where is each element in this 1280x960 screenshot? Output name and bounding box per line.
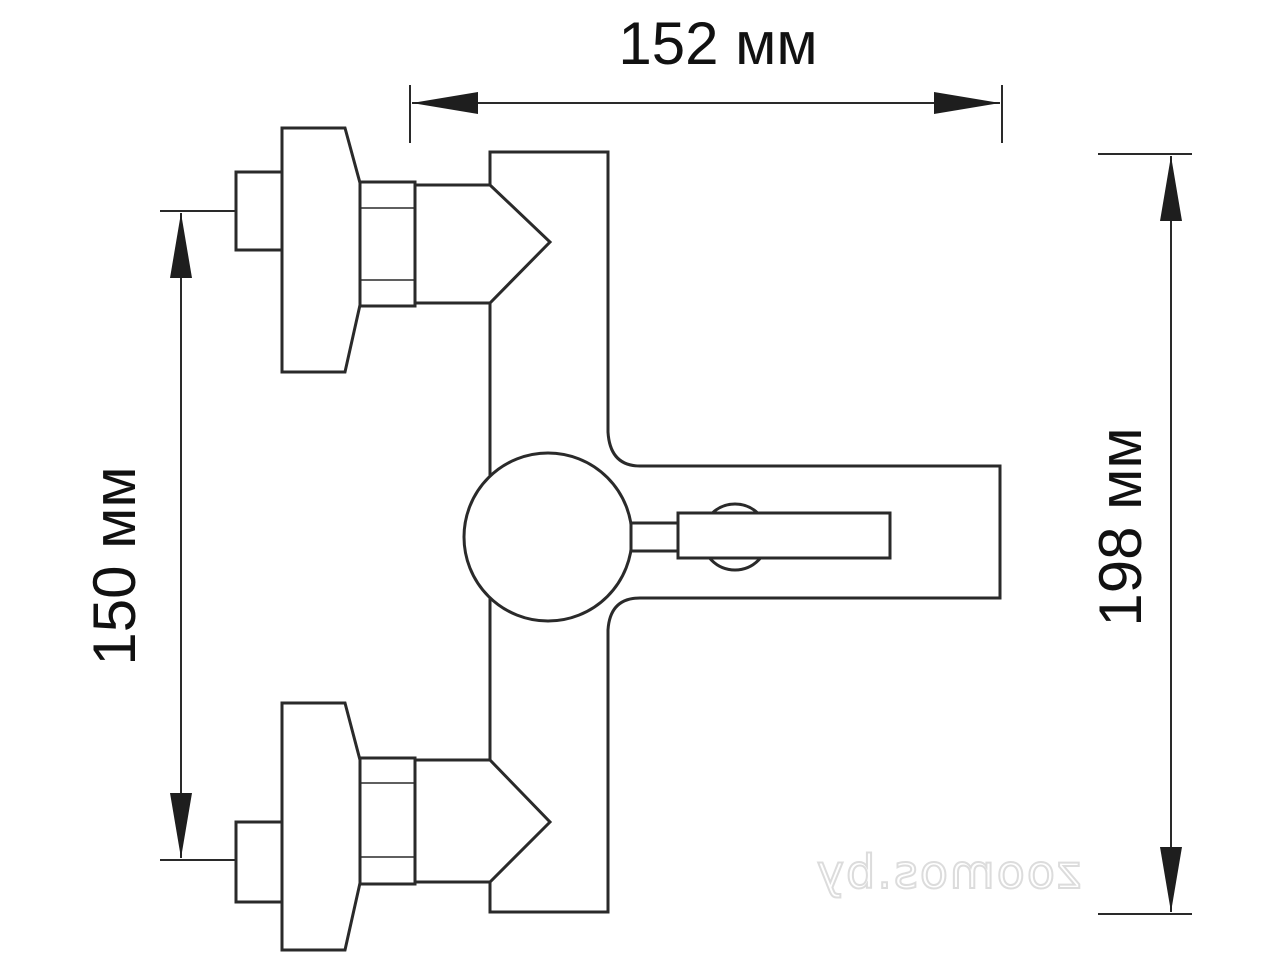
lever-handle	[676, 511, 892, 560]
top-decorative-flange	[280, 126, 362, 374]
width-dimension-label: 152 мм	[618, 10, 817, 77]
lever-stem	[629, 521, 683, 553]
spacing-arrow-top	[170, 213, 192, 278]
bottom-inlet-assembly	[234, 701, 553, 952]
height-dimension-label: 198 мм	[1087, 427, 1154, 626]
inlet-spacing-dimension-label: 150 мм	[81, 466, 148, 665]
height-arrow-bottom	[1160, 847, 1182, 912]
bottom-decorative-flange	[280, 701, 362, 952]
top-inlet-nipple	[234, 170, 284, 252]
spacing-arrow-bottom	[170, 793, 192, 858]
width-dimension: 152 мм	[409, 10, 1003, 143]
inlet-spacing-dimension: 150 мм	[81, 210, 236, 861]
top-hex-nut	[358, 180, 417, 308]
bottom-hex-nut	[358, 756, 417, 886]
top-inlet-assembly	[234, 126, 553, 374]
width-arrow-left	[412, 92, 478, 114]
width-arrow-right	[934, 92, 1000, 114]
lever-hub	[462, 451, 634, 623]
height-dimension: 198 мм	[1087, 153, 1192, 915]
watermark-text: zoomos.by	[815, 845, 1081, 899]
bottom-inlet-nipple	[234, 820, 284, 904]
height-arrow-top	[1160, 156, 1182, 221]
